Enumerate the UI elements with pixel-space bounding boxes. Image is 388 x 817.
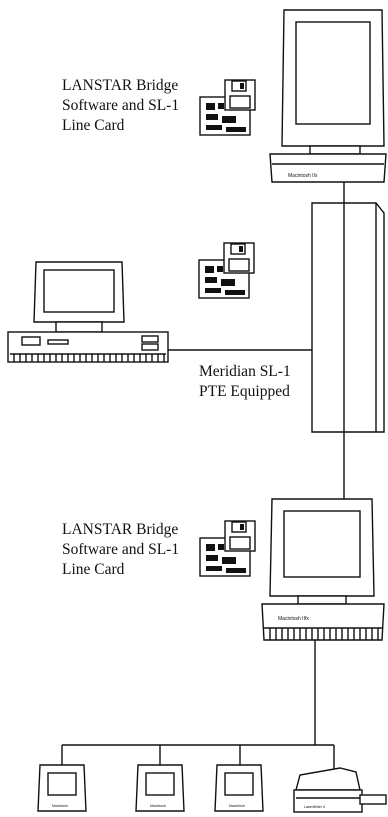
compact-mac-badge: Macintosh xyxy=(229,804,245,808)
printer-top xyxy=(296,768,360,790)
printer-badge: LaserWriter II xyxy=(304,805,325,809)
cpu-badge: Macintosh IIfx xyxy=(278,616,309,622)
compact-mac-badge: Macintosh xyxy=(52,804,68,808)
pc-computer-icon xyxy=(8,262,168,362)
monitor-stand xyxy=(310,146,360,154)
monitor-screen xyxy=(296,22,370,124)
compact-mac-icon: Macintosh xyxy=(215,765,263,811)
printer-tray xyxy=(360,795,386,804)
cpu-badge: Macintosh IIx xyxy=(288,173,318,179)
line-card-with-floppy-icon xyxy=(199,243,254,298)
macintosh-computer-icon: Macintosh IIfx xyxy=(262,499,384,640)
line-card-with-floppy-icon xyxy=(200,80,255,135)
compact-mac-screen xyxy=(146,773,174,795)
compact-mac-screen xyxy=(48,773,76,795)
monitor-stand xyxy=(298,596,346,604)
pbx-cabinet-icon xyxy=(312,203,384,432)
line-card-with-floppy-icon xyxy=(200,521,255,576)
compact-mac-badge: Macintosh xyxy=(150,804,166,808)
compact-mac-screen xyxy=(225,773,253,795)
compact-mac-icon: Macintosh xyxy=(38,765,86,811)
compact-mac-icon: Macintosh xyxy=(136,765,184,811)
laser-printer-icon: LaserWriter II xyxy=(294,768,386,812)
cabinet-body xyxy=(312,203,384,432)
monitor-stand xyxy=(56,322,102,332)
monitor-screen xyxy=(284,511,360,577)
macintosh-computer-icon: Macintosh IIx xyxy=(270,10,386,182)
monitor-screen xyxy=(44,270,114,312)
